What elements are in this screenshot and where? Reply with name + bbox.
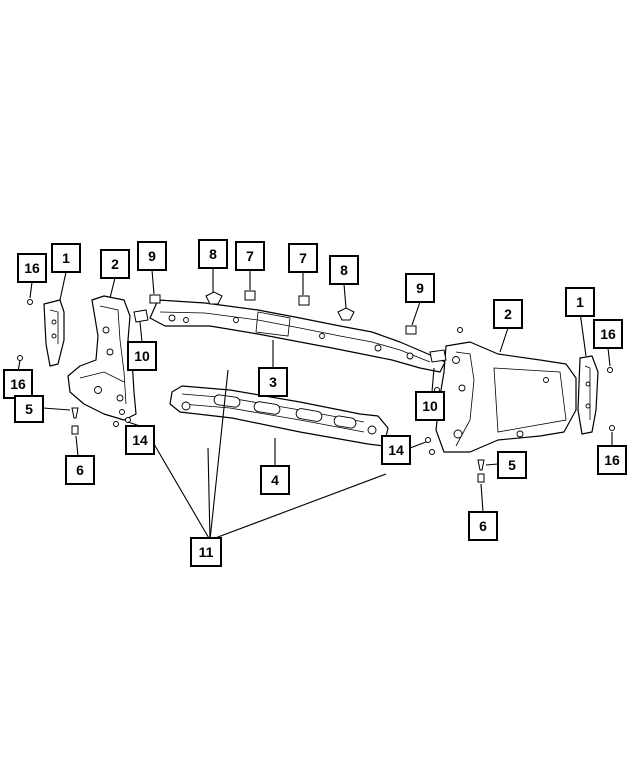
callout-9: 9: [405, 273, 435, 303]
retainer-8-left: [205, 291, 223, 305]
callout-4: 4: [260, 465, 290, 495]
bolt-5-right: [477, 459, 485, 471]
right-large-bracket: [435, 341, 577, 453]
bolt-14-left-b: [125, 417, 131, 423]
bracket-10-right: [429, 349, 447, 363]
bolt-14-right-b: [429, 449, 435, 455]
retainer-8-right: [337, 307, 355, 321]
callout-label: 7: [299, 250, 307, 266]
clip-7-left: [244, 290, 256, 301]
callout-label: 2: [504, 306, 512, 322]
clip-9-right: [405, 325, 417, 335]
bolt-16-d: [609, 425, 615, 431]
callout-1: 1: [565, 287, 595, 317]
callout-2: 2: [100, 249, 130, 279]
callout-16: 16: [17, 253, 47, 283]
callout-6: 6: [65, 455, 95, 485]
right-side-panel: [577, 355, 599, 435]
callout-label: 3: [269, 374, 277, 390]
callout-14: 14: [125, 425, 155, 455]
callout-label: 10: [422, 398, 438, 414]
bolt-16-b: [607, 367, 613, 373]
callout-10: 10: [127, 341, 157, 371]
callout-3: 3: [258, 367, 288, 397]
hardware-pieces: [17, 290, 615, 483]
callout-label: 4: [271, 472, 279, 488]
bolt-5-left: [71, 407, 79, 419]
callout-label: 11: [199, 544, 214, 560]
left-side-panel: [43, 299, 65, 367]
callout-label: 16: [10, 376, 26, 392]
callout-label: 9: [416, 280, 424, 296]
callout-6: 6: [468, 511, 498, 541]
callout-7: 7: [288, 243, 318, 273]
nut-6-left: [71, 425, 79, 435]
callout-label: 7: [246, 248, 254, 264]
callout-label: 6: [76, 462, 84, 478]
bolt-16-a: [27, 299, 33, 305]
callout-label: 16: [24, 260, 40, 276]
callout-label: 5: [25, 401, 33, 417]
bolt-16-c: [17, 355, 23, 361]
callout-7: 7: [235, 241, 265, 271]
callout-14: 14: [381, 435, 411, 465]
callout-9: 9: [137, 241, 167, 271]
callout-label: 6: [479, 518, 487, 534]
callout-1: 1: [51, 243, 81, 273]
callout-11: 11: [190, 537, 222, 567]
clip-9-left: [149, 294, 161, 304]
bolt-top-right: [457, 327, 463, 333]
callout-16: 16: [593, 319, 623, 349]
leader-lines: [17, 268, 613, 541]
callout-10: 10: [415, 391, 445, 421]
callout-label: 9: [148, 248, 156, 264]
callout-label: 8: [209, 246, 217, 262]
callout-2: 2: [493, 299, 523, 329]
callout-label: 8: [340, 262, 348, 278]
callout-16: 16: [3, 369, 33, 399]
callout-8: 8: [198, 239, 228, 269]
callout-5: 5: [14, 395, 44, 423]
callout-label: 14: [388, 442, 404, 458]
bolt-14-left-a: [113, 421, 119, 427]
callout-8: 8: [329, 255, 359, 285]
bolt-14-right-a: [425, 437, 431, 443]
callout-5: 5: [497, 451, 527, 479]
bracket-10-left: [133, 309, 149, 323]
callout-label: 16: [600, 326, 616, 342]
left-upright-bracket: [67, 295, 137, 421]
clip-7-right: [298, 295, 310, 306]
callout-16: 16: [597, 445, 627, 475]
callout-label: 1: [62, 250, 70, 266]
callout-label: 10: [134, 348, 150, 364]
callout-label: 1: [576, 294, 584, 310]
callout-label: 2: [111, 256, 119, 272]
upper-crossmember: [149, 299, 446, 373]
nut-6-right: [477, 473, 485, 483]
callout-label: 5: [508, 457, 516, 473]
callout-label: 14: [132, 432, 148, 448]
callout-label: 16: [604, 452, 620, 468]
